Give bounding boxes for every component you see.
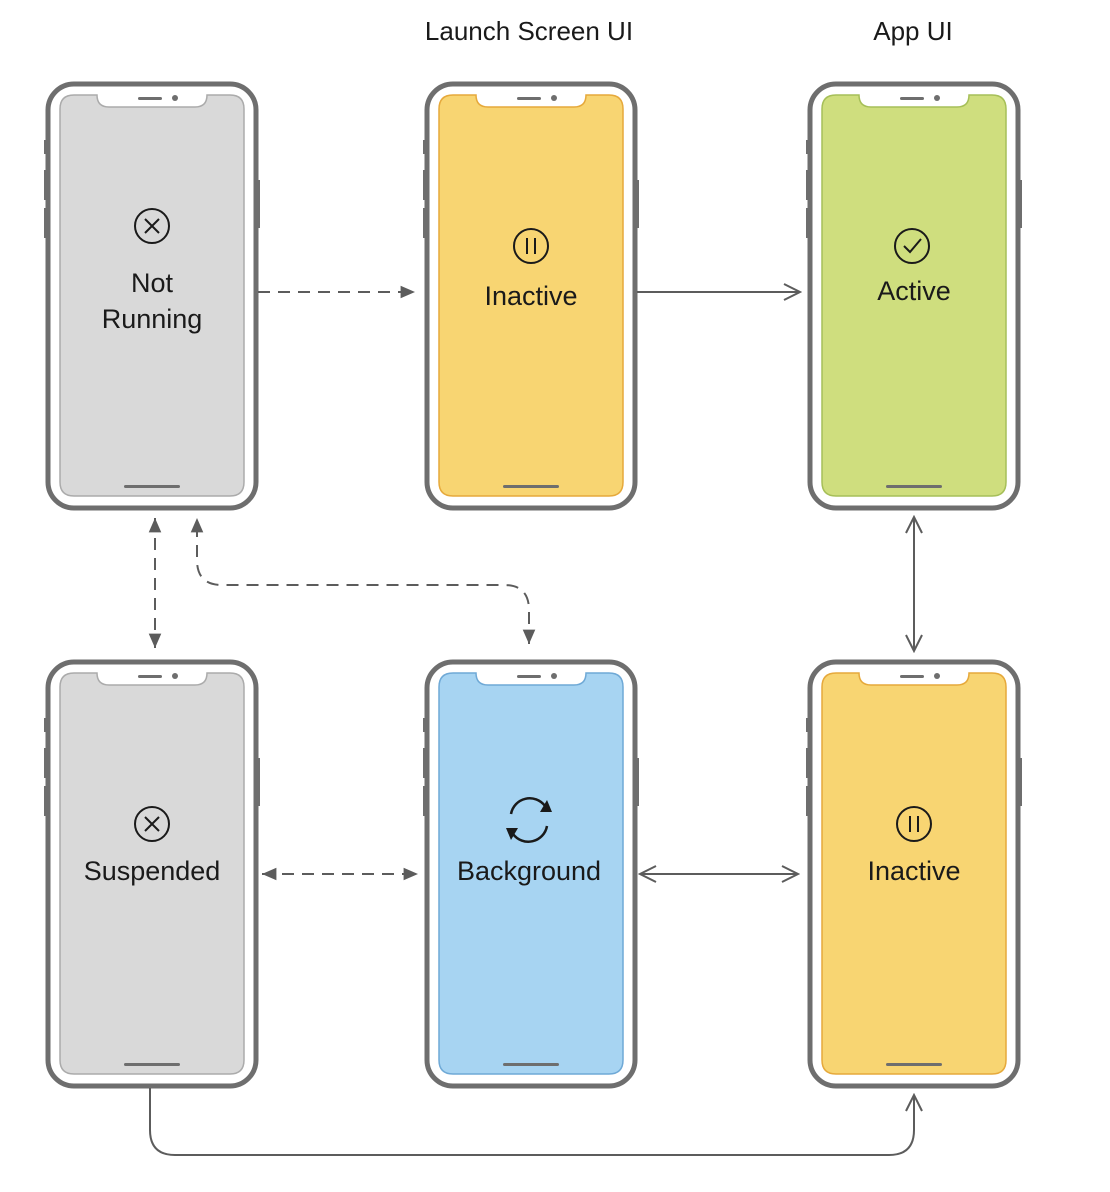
state-label-not-running-line1: Not bbox=[131, 268, 174, 298]
screen bbox=[438, 672, 624, 1075]
column-header-launch-screen-ui: Launch Screen UI bbox=[424, 16, 634, 46]
refresh-arrows-icon bbox=[506, 797, 552, 843]
pause-circle-icon bbox=[513, 228, 549, 264]
check-circle-icon bbox=[894, 228, 930, 264]
x-circle-icon bbox=[134, 806, 170, 842]
state-label-inactive-app: Inactive bbox=[867, 856, 960, 886]
state-label-inactive-launch: Inactive bbox=[484, 281, 577, 311]
phone-inactive-launch: Inactive bbox=[423, 81, 639, 511]
screen bbox=[821, 94, 1007, 497]
arrow-suspended-to-inactive bbox=[149, 1088, 914, 1156]
phone-inactive-app: Inactive bbox=[806, 659, 1022, 1089]
x-circle-icon bbox=[134, 208, 170, 244]
state-label-active: Active bbox=[877, 276, 951, 306]
screen bbox=[59, 94, 245, 497]
screen bbox=[821, 672, 1007, 1075]
screen bbox=[438, 94, 624, 497]
phone-active: Active bbox=[806, 81, 1022, 511]
pause-circle-icon bbox=[896, 806, 932, 842]
screen bbox=[59, 672, 245, 1075]
phone-suspended: Suspended bbox=[44, 659, 260, 1089]
state-label-not-running-line2: Running bbox=[102, 304, 203, 334]
state-label-background: Background bbox=[457, 856, 601, 886]
arrow-background-to-not-running bbox=[190, 518, 536, 644]
column-header-app-ui: App UI bbox=[873, 16, 953, 46]
phone-not-running: Not Running bbox=[44, 81, 260, 511]
state-label-suspended: Suspended bbox=[84, 856, 221, 886]
phone-background: Background bbox=[423, 659, 639, 1089]
